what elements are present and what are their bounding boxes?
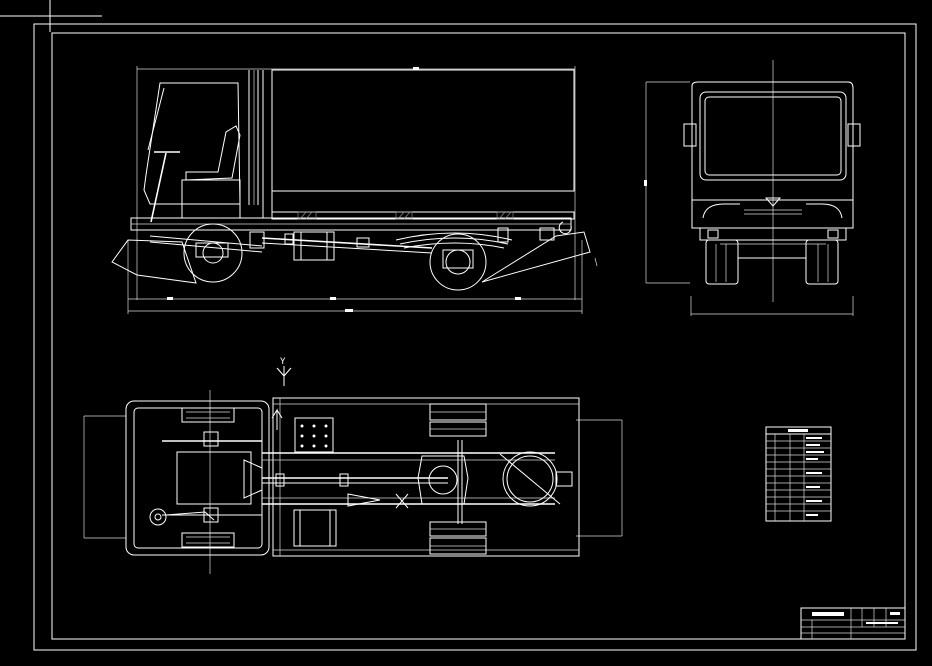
sheet-border <box>0 0 917 651</box>
front-elevation-view <box>644 60 861 316</box>
side-elevation-view <box>111 66 598 314</box>
parameter-table <box>765 426 832 522</box>
plan-axis-label: Y <box>280 357 286 367</box>
chassis-plan-view: Y <box>83 357 623 574</box>
title-block <box>800 607 906 640</box>
